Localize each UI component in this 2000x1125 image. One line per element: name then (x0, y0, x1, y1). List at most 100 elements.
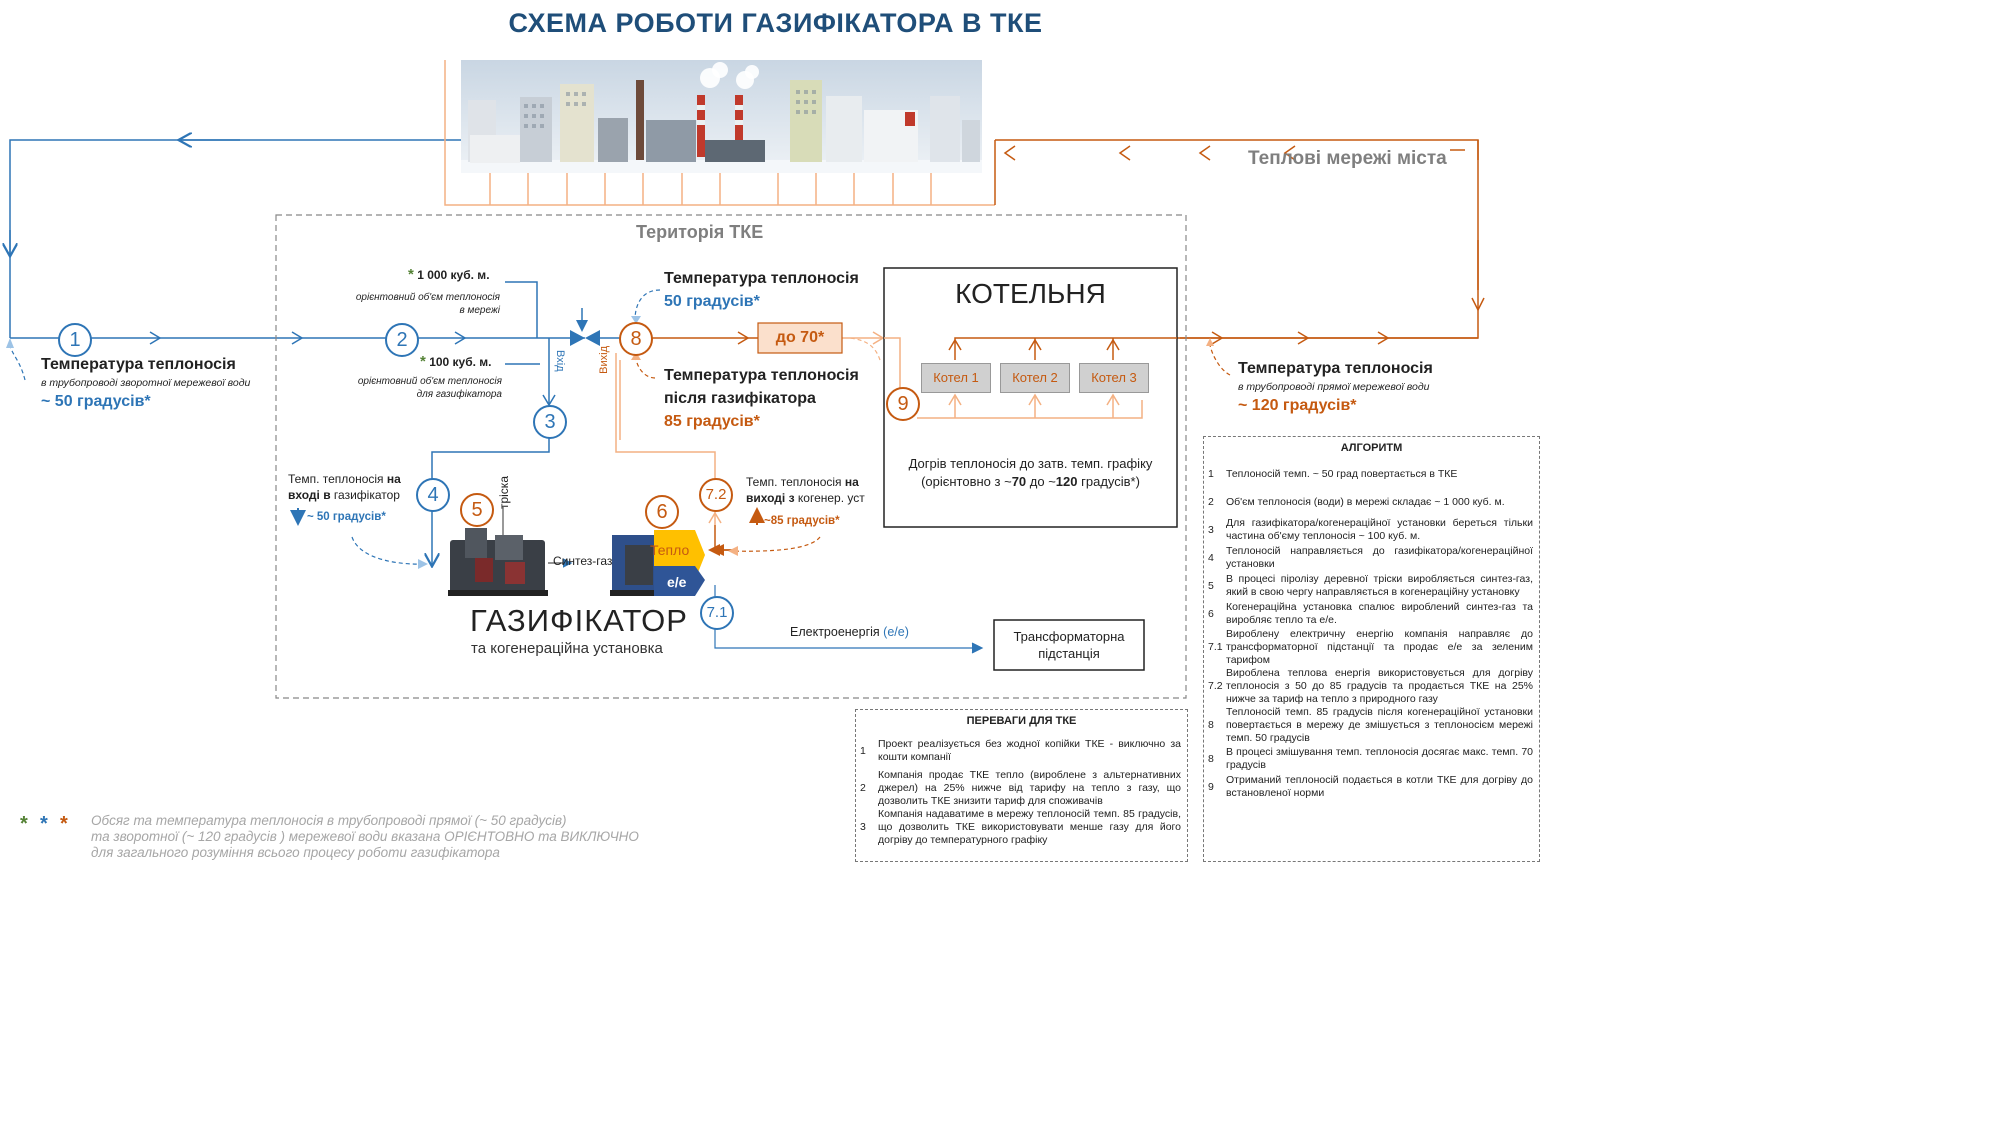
step-2-marker: 2 (385, 323, 419, 357)
algorytm-row: 8 Теплоносій темп. 85 градусів після коге… (1208, 706, 1533, 745)
algorytm-row-number: 7.2 (1208, 680, 1223, 692)
perevagy-row-number: 1 (860, 744, 866, 757)
diagram-canvas: * * * (0, 60, 1485, 835)
algorytm-row-text: Вироблену електричну енергію компанія на… (1226, 628, 1533, 666)
perevagy-row-text: Компанія продає ТКЕ тепло (вироблене з а… (878, 769, 1181, 807)
territory-label: Територія ТКЕ (636, 222, 764, 242)
algorytm-row-number: 7.1 (1208, 641, 1223, 653)
page-title: СХЕМА РОБОТИ ГАЗИФІКАТОРА В ТКЕ (508, 8, 1043, 38)
point8-top-temp: 50 градусів* (664, 293, 760, 310)
perevagy-row-number: 3 (860, 821, 866, 833)
boiler-3: Котел 3 (1079, 363, 1149, 393)
algorithm-table: АЛГОРИТМ 1 Теплоносій темп. ~ 50 град пов… (1203, 436, 1540, 862)
perevagy-row-text: Компанія надаватиме в мережу теплоносій … (878, 808, 1181, 846)
algorytm-row-text: Об'єм теплоносія (води) в мережі складає… (1226, 495, 1505, 508)
algorithm-header: АЛГОРИТМ (1340, 442, 1403, 454)
gasifier-illustration (448, 528, 548, 596)
point8-bot-title: Температура теплоносія (664, 367, 859, 384)
boiler-2: Котел 2 (1000, 363, 1070, 393)
algorytm-row-text: Теплоносій темп. 85 градусів після коген… (1226, 706, 1533, 744)
electricity-line (714, 585, 984, 654)
perevagy-row-number: 2 (860, 782, 866, 794)
syngas-label: Синтез-газ (553, 554, 613, 568)
step-9-marker: 9 (886, 387, 920, 421)
algorytm-row-number: 4 (1208, 551, 1214, 564)
cogeneration-illustration (610, 530, 705, 596)
algorytm-row: 5 В процесі піролізу деревної тріски виро… (1208, 572, 1533, 600)
algorytm-row-number: 1 (1208, 467, 1214, 480)
gasifier-title: ГАЗИФІКАТОР (470, 603, 688, 638)
green-asterisk: * (20, 813, 28, 835)
algorytm-row-text: Когенераційна установка спалює вироблени… (1226, 601, 1533, 626)
algorytm-row-number: 8 (1208, 719, 1214, 731)
algorytm-row-text: В процесі піролізу деревної тріски вироб… (1226, 573, 1533, 598)
main-return-pipe (10, 281, 585, 565)
step-4-marker: 4 (416, 478, 450, 512)
do70-box (757, 322, 843, 354)
algorytm-row-text: Вироблена теплова енергія використовуєть… (1226, 667, 1533, 705)
inlet-label: Вхід (554, 350, 566, 372)
step-8-marker: 8 (619, 322, 653, 356)
step-7-2-marker: 7.2 (699, 478, 733, 512)
network-label: Теплові мережі міста (1248, 148, 1447, 169)
algorytm-row: 6 Когенераційна установка спалює вироблен… (1208, 600, 1533, 628)
algorytm-row: 2 Об'єм теплоносія (води) в мережі склада… (1208, 488, 1533, 516)
algorytm-row-number: 2 (1208, 495, 1214, 508)
step-6-marker: 6 (645, 495, 679, 529)
kotelnia-title: КОТЕЛЬНЯ (955, 278, 1106, 309)
volume-network: * 1 000 куб. м. (408, 266, 490, 283)
territory-box (275, 214, 1187, 699)
step-5-marker: 5 (460, 493, 494, 527)
right-temp-desc: в трубопроводі прямої мережевої води (1238, 381, 1430, 393)
kotelnia-desc: Догрів теплоносія до затв. темп. графіку… (908, 456, 1153, 489)
point4-desc: Темп. теплоносія на вході в газифікатор (288, 472, 401, 502)
step-1-marker: 1 (58, 323, 92, 357)
point8-top-title: Температура теплоносія (664, 270, 859, 287)
algorytm-row-number: 8 (1208, 752, 1214, 765)
blue-asterisk: * (40, 813, 48, 835)
perevagy-row: 1 Проект реалізується без жодної копійки … (860, 733, 1181, 769)
algorytm-row-number: 3 (1208, 523, 1214, 536)
point72-desc: Темп. теплоносія на виході з когенер. ус… (746, 475, 865, 505)
algorytm-row-text: Теплоносій направляється до газифікатора… (1226, 545, 1533, 570)
perevagy-row-text: Проект реалізується без жодної копійки Т… (878, 738, 1181, 763)
city-image (461, 60, 982, 173)
point4-temp: ~ 50 градусів* (307, 511, 386, 523)
algorytm-row: 9 Отриманий теплоносій подається в котли … (1208, 773, 1533, 801)
algorytm-row-number: 6 (1208, 607, 1214, 620)
algorytm-row-number: 5 (1208, 579, 1214, 592)
right-temp-title: Температура теплоносія (1238, 360, 1433, 377)
heat-output-label: Тепло (650, 542, 690, 558)
point1-temp: ~ 50 градусів* (41, 393, 151, 410)
point1-title: Температура теплоносія (41, 356, 236, 373)
algorytm-row: 1 Теплоносій темп. ~ 50 град повертається… (1208, 460, 1533, 488)
perevagy-row: 2 Компанія продає ТКЕ тепло (вироблене з … (860, 769, 1181, 808)
algorytm-row-number: 9 (1208, 780, 1214, 793)
point72-temp: ~85 градусів* (764, 515, 840, 527)
mix-temp-label: до 70* (775, 329, 825, 346)
transformer-box (993, 619, 1145, 671)
perevagy-row: 3 Компанія надаватиме в мережу теплоносій… (860, 808, 1181, 847)
footnote: Обсяг та температура теплоносія в трубоп… (91, 813, 639, 860)
algorytm-row-text: Отриманий теплоносій подається в котли Т… (1226, 774, 1533, 799)
point1-desc: в трубопроводі зворотної мережевої води (41, 377, 251, 389)
algorytm-row: 4 Теплоносій направляється до газифікатор… (1208, 544, 1533, 572)
step-3-marker: 3 (533, 405, 567, 439)
boiler-1: Котел 1 (921, 363, 991, 393)
wood-chip-label: тріска (497, 476, 511, 510)
point8-bot-temp: 85 градусів* (664, 413, 760, 430)
electricity-output-label: е/е (667, 574, 687, 590)
valve-icon (570, 330, 600, 346)
step-7-1-marker: 7.1 (700, 596, 734, 630)
outlet-label: Вихід (598, 346, 610, 374)
volume-gasifier: * 100 куб. м. (420, 353, 492, 370)
algorytm-row-text: Теплоносій темп. ~ 50 град повертається … (1226, 467, 1458, 480)
